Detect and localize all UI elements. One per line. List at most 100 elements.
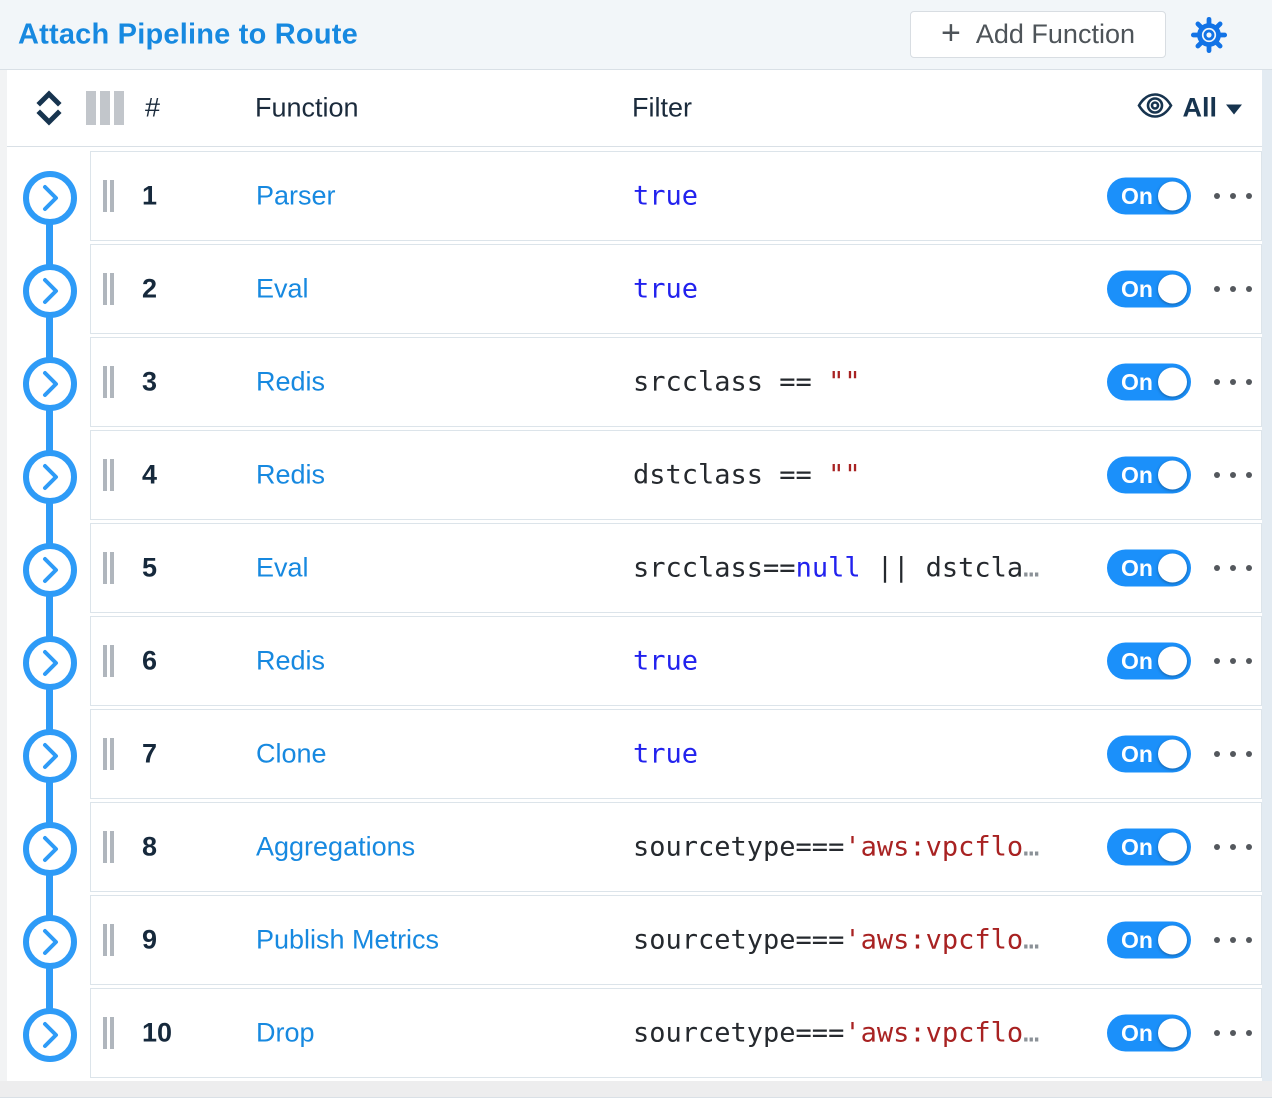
drag-handle-icon[interactable] (103, 459, 114, 491)
expand-row-button[interactable] (23, 1008, 77, 1062)
chevron-right-icon (43, 929, 58, 955)
visibility-filter-dropdown[interactable]: All (1137, 93, 1242, 124)
on-toggle[interactable]: On (1107, 828, 1191, 866)
on-toggle[interactable]: On (1107, 549, 1191, 587)
row-menu-button[interactable] (1209, 465, 1257, 485)
row-number: 10 (142, 1017, 173, 1048)
row-menu-button[interactable] (1209, 558, 1257, 578)
chevron-down-icon (1226, 104, 1242, 115)
filter-token: srcclass == (633, 366, 829, 398)
drag-handle-icon[interactable] (103, 552, 114, 584)
filter-token: null (795, 552, 861, 584)
expand-row-button[interactable] (23, 543, 77, 597)
filter-token: true (633, 645, 699, 677)
table-row: 3 Redis srcclass == "" On (90, 337, 1262, 427)
filter-token: 'aws:vpcflo (844, 924, 1024, 956)
chevron-right-icon (43, 743, 58, 769)
on-toggle[interactable]: On (1107, 642, 1191, 680)
table-row: 5 Eval srcclass==null || dstcla… On (90, 523, 1262, 613)
toggle-label: On (1121, 1019, 1153, 1046)
chevron-right-icon (43, 464, 58, 490)
filter-expression: srcclass == "" (633, 367, 1103, 398)
on-toggle[interactable]: On (1107, 735, 1191, 773)
filter-expression: dstclass == "" (633, 460, 1103, 491)
expand-row-button[interactable] (23, 636, 77, 690)
filter-token: || dstcla (860, 552, 1024, 584)
columns-icon[interactable] (86, 91, 128, 125)
filter-token: dstclass == (633, 459, 829, 491)
row-menu-button[interactable] (1209, 1023, 1257, 1043)
function-link[interactable]: Parser (256, 180, 336, 211)
settings-gear-icon[interactable] (1190, 16, 1228, 54)
drag-handle-icon[interactable] (103, 366, 114, 398)
drag-handle-icon[interactable] (103, 273, 114, 305)
on-toggle[interactable]: On (1107, 177, 1191, 215)
table-row: 7 Clone true On (90, 709, 1262, 799)
expand-row-button[interactable] (23, 357, 77, 411)
filter-token: sourcetype=== (633, 1017, 845, 1049)
row-number: 3 (142, 366, 158, 397)
row-number: 1 (142, 180, 158, 211)
table-row: 8 Aggregations sourcetype==='aws:vpcflo…… (90, 802, 1262, 892)
on-toggle[interactable]: On (1107, 363, 1191, 401)
function-link[interactable]: Redis (256, 645, 326, 676)
drag-handle-icon[interactable] (103, 924, 114, 956)
chevron-right-icon (43, 836, 58, 862)
on-toggle[interactable]: On (1107, 1014, 1191, 1052)
row-menu-button[interactable] (1209, 651, 1257, 671)
function-link[interactable]: Redis (256, 459, 326, 490)
function-link[interactable]: Publish Metrics (256, 924, 440, 955)
on-toggle[interactable]: On (1107, 456, 1191, 494)
table-row: 2 Eval true On (90, 244, 1262, 334)
toggle-label: On (1121, 275, 1153, 302)
expand-row-button[interactable] (23, 822, 77, 876)
eye-icon (1137, 93, 1173, 124)
filter-expression: sourcetype==='aws:vpcflo… (633, 925, 1103, 956)
function-link[interactable]: Eval (256, 273, 309, 304)
row-menu-button[interactable] (1209, 744, 1257, 764)
filter-token: true (633, 180, 699, 212)
filter-token: … (1023, 552, 1040, 584)
toggle-label: On (1121, 554, 1153, 581)
expand-row-button[interactable] (23, 171, 77, 225)
row-menu-button[interactable] (1209, 930, 1257, 950)
on-toggle[interactable]: On (1107, 921, 1191, 959)
drag-handle-icon[interactable] (103, 645, 114, 677)
filter-token: … (1023, 924, 1040, 956)
filter-expression: true (633, 274, 1103, 305)
table-row: 10 Drop sourcetype==='aws:vpcflo… On (90, 988, 1262, 1078)
expand-row-button[interactable] (23, 264, 77, 318)
row-menu-button[interactable] (1209, 186, 1257, 206)
table-header: # Function Filter All (0, 70, 1272, 147)
on-toggle[interactable]: On (1107, 270, 1191, 308)
drag-handle-icon[interactable] (103, 1017, 114, 1049)
drag-handle-icon[interactable] (103, 180, 114, 212)
toggle-knob (1158, 460, 1187, 490)
drag-handle-icon[interactable] (103, 738, 114, 770)
toggle-knob (1158, 739, 1187, 769)
table-row: 6 Redis true On (90, 616, 1262, 706)
function-link[interactable]: Drop (256, 1017, 315, 1048)
add-function-button[interactable]: + Add Function (910, 11, 1166, 58)
drag-handle-icon[interactable] (103, 831, 114, 863)
function-link[interactable]: Redis (256, 366, 326, 397)
toggle-knob (1158, 925, 1187, 955)
function-link[interactable]: Aggregations (256, 831, 416, 862)
expand-row-button[interactable] (23, 450, 77, 504)
toggle-knob (1158, 646, 1187, 676)
table-row: 4 Redis dstclass == "" On (90, 430, 1262, 520)
toggle-label: On (1121, 647, 1153, 674)
function-link[interactable]: Eval (256, 552, 309, 583)
toggle-knob (1158, 553, 1187, 583)
row-number: 7 (142, 738, 158, 769)
chevron-right-icon (43, 1022, 58, 1048)
expand-collapse-all-icon[interactable] (36, 89, 62, 127)
function-link[interactable]: Clone (256, 738, 327, 769)
column-header-number: # (145, 92, 161, 123)
row-menu-button[interactable] (1209, 372, 1257, 392)
expand-row-button[interactable] (23, 915, 77, 969)
row-menu-button[interactable] (1209, 279, 1257, 299)
expand-row-button[interactable] (23, 729, 77, 783)
filter-expression: true (633, 739, 1103, 770)
row-menu-button[interactable] (1209, 837, 1257, 857)
